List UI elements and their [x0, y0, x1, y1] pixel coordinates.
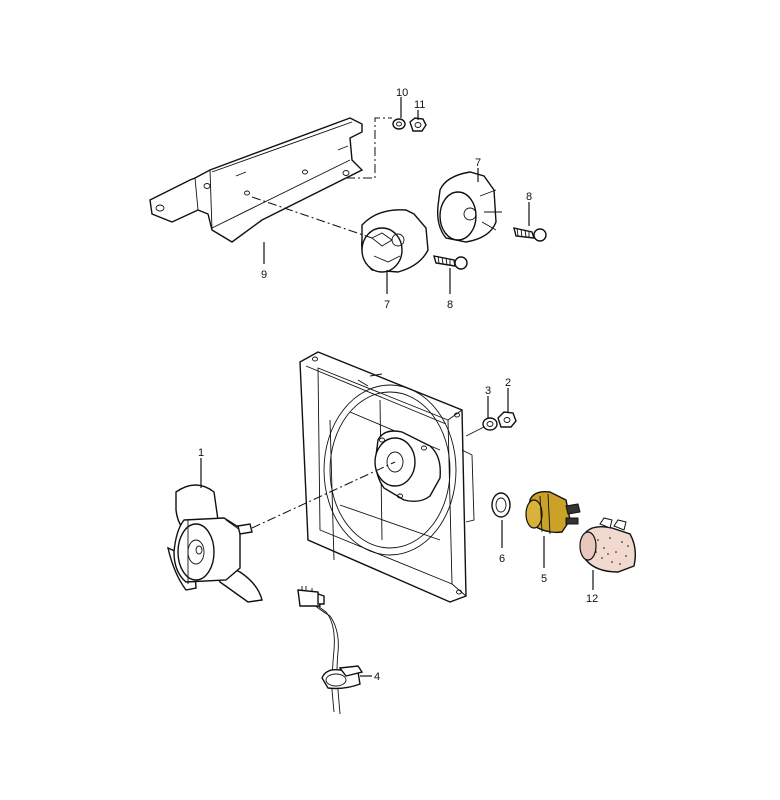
rubber-mount-upper [436, 171, 502, 243]
screw-upper [513, 227, 547, 242]
screw-lower [433, 255, 468, 270]
washer-3 [482, 417, 498, 431]
rubber-mount-lower [361, 209, 429, 273]
callout-9: 9 [261, 269, 267, 281]
fan-motor-assembly [166, 484, 263, 603]
callout-11: 11 [414, 99, 425, 111]
nut-11 [409, 117, 427, 132]
callout-2: 2 [505, 377, 511, 389]
leader-lines [200, 97, 594, 677]
fan-shroud-frame [299, 351, 475, 603]
mounting-bracket [149, 117, 364, 243]
wiring-harness [297, 586, 341, 715]
callout-3: 3 [485, 385, 491, 397]
callout-7-lower: 7 [384, 299, 390, 311]
sealing-ring [491, 492, 511, 518]
nut-2 [497, 411, 517, 428]
callout-5: 5 [541, 573, 547, 585]
callout-12: 12 [586, 593, 598, 605]
callout-4: 4 [374, 671, 380, 683]
washer-10 [392, 118, 406, 130]
callout-6: 6 [499, 553, 505, 565]
callout-10: 10 [396, 87, 408, 99]
dash-stud-line [465, 426, 485, 437]
callout-8-upper: 8 [526, 191, 532, 203]
callout-8-lower: 8 [447, 299, 453, 311]
callout-1: 1 [198, 447, 204, 459]
assembly-line-stud-nut [346, 117, 392, 179]
callout-7-upper: 7 [475, 157, 481, 169]
assembly-line-bracket-mount [251, 196, 373, 239]
temperature-switch [525, 490, 581, 535]
cable-clamp [321, 665, 364, 690]
assembly-line-motor-shroud [251, 461, 396, 529]
connector-plug [579, 517, 637, 573]
